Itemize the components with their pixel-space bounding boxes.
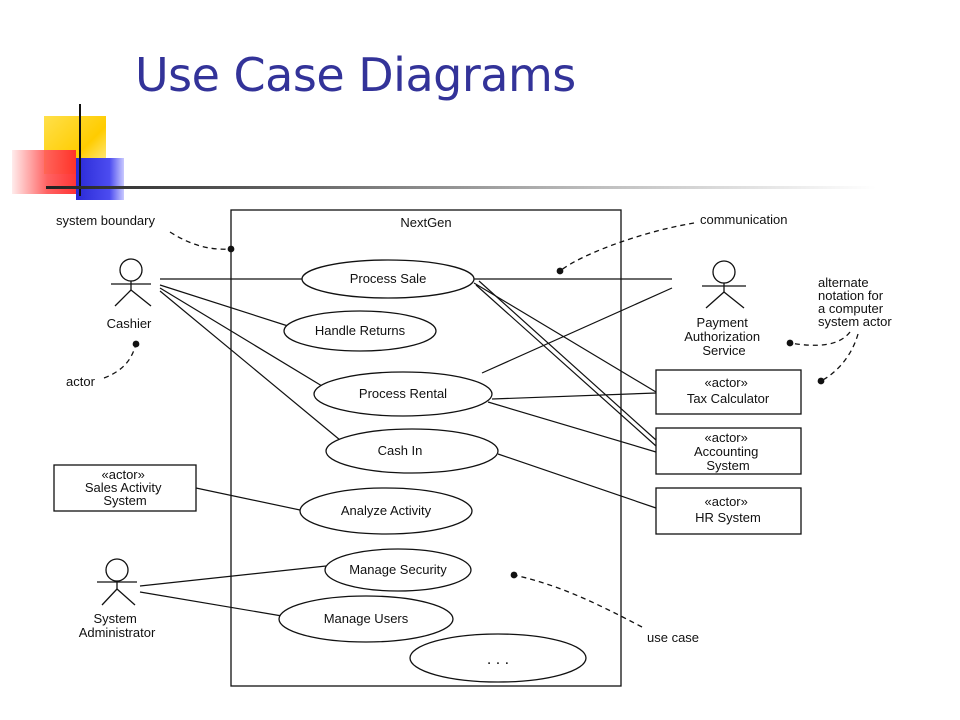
use-case-handle-returns: Handle Returns bbox=[283, 310, 437, 352]
sysadmin-actor-icon bbox=[97, 558, 137, 606]
annotation-leaders bbox=[103, 222, 859, 628]
system-boundary-box bbox=[230, 209, 622, 687]
use-case-more: . . . bbox=[409, 633, 587, 683]
svg-text:Cash In: Cash In bbox=[378, 443, 423, 458]
use-case-manage-users: Manage Users bbox=[278, 595, 454, 643]
annotation-system-boundary: system boundary bbox=[56, 213, 155, 228]
line-sysadmin-manage-users bbox=[139, 591, 283, 617]
cashier-label: Cashier bbox=[107, 316, 152, 331]
svg-text:. . .: . . . bbox=[487, 651, 509, 668]
line-process-rental-tax bbox=[491, 392, 657, 400]
svg-text:Manage Users: Manage Users bbox=[324, 611, 409, 626]
sysadmin-label: System Administrator bbox=[79, 611, 156, 640]
svg-text:Process Rental: Process Rental bbox=[359, 386, 447, 401]
line-process-sale-tax bbox=[473, 282, 657, 393]
line-cashier-cash-in bbox=[159, 290, 341, 441]
accounting-system-box: «actor» Accounting System bbox=[655, 427, 802, 475]
use-case-analyze-activity: Analyze Activity bbox=[299, 487, 473, 535]
line-process-rental-accounting bbox=[487, 401, 657, 453]
line-sales-activity-analyze bbox=[195, 487, 301, 511]
leader-use-case bbox=[510, 571, 643, 628]
line-process-sale-accounting bbox=[475, 284, 657, 447]
line-cashier-handle-returns bbox=[159, 284, 289, 327]
leader-system-boundary bbox=[169, 231, 235, 253]
use-case-process-sale: Process Sale bbox=[301, 259, 475, 299]
svg-text:Analyze Activity: Analyze Activity bbox=[341, 503, 432, 518]
line-sysadmin-manage-security bbox=[139, 565, 327, 587]
leader-alt-notation-payment bbox=[786, 331, 851, 347]
system-name-label: NextGen bbox=[400, 215, 451, 230]
use-case-manage-security: Manage Security bbox=[324, 548, 472, 592]
sales-activity-system-box: «actor» Sales Activity System bbox=[53, 464, 197, 512]
payment-actor-icon bbox=[702, 260, 746, 309]
title-underline bbox=[46, 186, 876, 189]
line-cash-in-hr bbox=[497, 453, 657, 509]
svg-text:«actor» Tax Calculator: «actor» Tax Calculator bbox=[687, 375, 770, 406]
annotation-actor: actor bbox=[66, 374, 96, 389]
svg-text:«actor» HR System: «actor» HR System bbox=[695, 494, 761, 525]
hr-system-box: «actor» HR System bbox=[655, 487, 802, 535]
annotation-communication: communication bbox=[700, 212, 787, 227]
payment-label: Payment Authorization Service bbox=[684, 315, 764, 358]
line-process-rental-payment bbox=[481, 287, 673, 374]
leader-communication bbox=[556, 222, 695, 275]
decor-blue-square bbox=[76, 158, 124, 200]
line-cashier-process-rental bbox=[159, 287, 323, 387]
decor-vertical-line bbox=[79, 104, 81, 196]
use-case-cash-in: Cash In bbox=[325, 428, 499, 474]
cashier-actor-icon bbox=[111, 258, 152, 307]
leader-alt-notation-tax bbox=[817, 333, 859, 385]
use-case-process-rental: Process Rental bbox=[313, 371, 493, 417]
line-process-sale-accounting-2 bbox=[478, 280, 657, 441]
association-lines bbox=[139, 278, 673, 617]
svg-text:Handle Returns: Handle Returns bbox=[315, 323, 406, 338]
svg-text:«actor» Sales Activity: «actor» Sales Activity System bbox=[85, 467, 165, 508]
slide-title: Use Case Diagrams bbox=[135, 48, 576, 102]
leader-actor bbox=[103, 340, 140, 379]
tax-calculator-box: «actor» Tax Calculator bbox=[655, 369, 802, 415]
svg-text:Process Sale: Process Sale bbox=[350, 271, 427, 286]
svg-text:Manage Security: Manage Security bbox=[349, 562, 447, 577]
annotation-use-case: use case bbox=[647, 630, 699, 645]
svg-text:«actor» Accounting: «actor» Accounting System bbox=[694, 430, 762, 473]
annotation-alternate-notation: alternate notation for a computer system… bbox=[818, 275, 892, 329]
